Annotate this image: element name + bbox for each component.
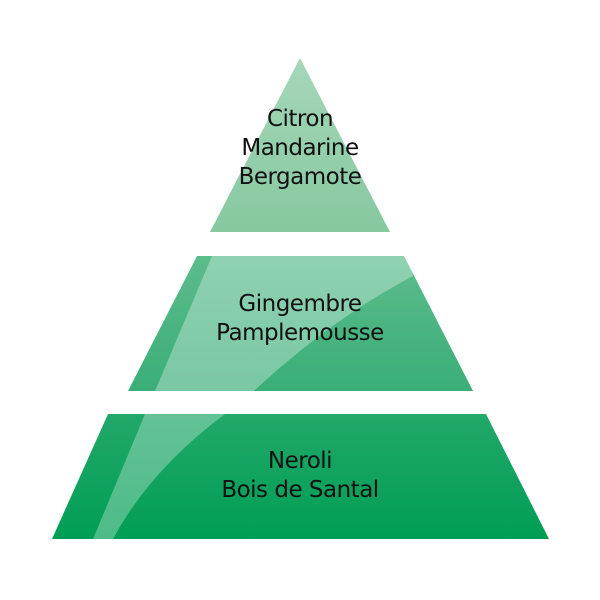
heart-notes: Gingembre Pamplemousse [0, 290, 600, 348]
note: Pamplemousse [216, 320, 384, 346]
top-notes: Citron Mandarine Bergamote [0, 105, 600, 192]
middle-tier-highlight [155, 256, 413, 391]
note: Neroli [267, 448, 333, 474]
note: Bois de Santal [221, 477, 379, 503]
note: Bergamote [238, 164, 362, 190]
note: Citron [266, 106, 334, 132]
pyramid-top-tier [210, 58, 390, 232]
base-tier-highlight [93, 414, 225, 539]
pyramid-middle-tier [128, 256, 473, 391]
note: Mandarine [241, 135, 359, 161]
base-notes: Neroli Bois de Santal [0, 447, 600, 505]
pyramid-base-tier [52, 414, 549, 539]
note: Gingembre [238, 291, 362, 317]
